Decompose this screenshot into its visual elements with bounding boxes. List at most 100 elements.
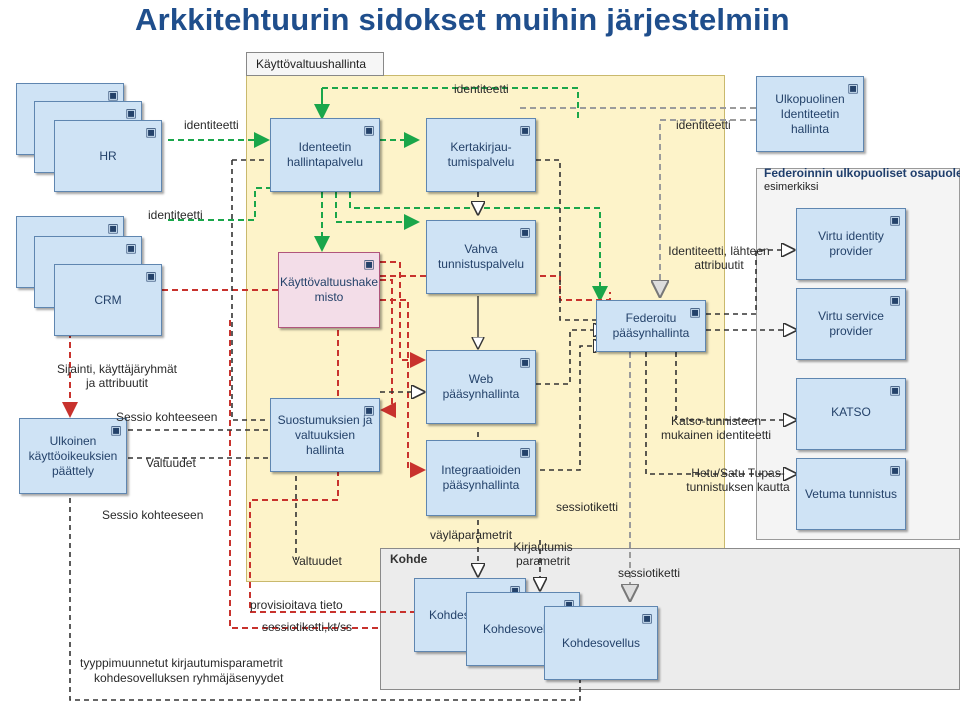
component-icon: ▣: [125, 106, 137, 120]
component-icon: ▣: [641, 611, 653, 625]
component-icon: ▣: [125, 241, 137, 255]
line-top-identity: [321, 87, 579, 118]
virtu-identity-label: Virtu identity provider: [818, 229, 884, 258]
label-session-1: Sessio kohteeseen: [116, 410, 218, 424]
component-icon: ▣: [689, 305, 701, 319]
authz-repo-label: Käyttövaltuushake misto: [279, 275, 379, 304]
label-gateway-params: väyläparametrit: [430, 528, 513, 542]
label-identity-source: Identiteetti, lähteen attribuutit: [668, 244, 770, 272]
virtu-identity-box[interactable]: Virtu identity provider ▣: [796, 208, 906, 280]
component-icon: ▣: [363, 403, 375, 417]
consent-mgmt-box[interactable]: Suostumuksien ja valtuuksien hallinta▣: [270, 398, 380, 472]
line-idm-to-strong: [335, 192, 420, 230]
component-icon: ▣: [107, 88, 119, 102]
virtu-service-label: Virtu service provider: [818, 309, 884, 338]
hr-box[interactable]: HR ▣: [54, 120, 162, 192]
crm-label: CRM: [94, 292, 122, 307]
label-location: Sijainti, käyttäjäryhmät ja attribuutit: [56, 362, 178, 390]
label-session-ticket-2: sessiotiketti: [618, 566, 681, 580]
crm-box[interactable]: CRM ▣: [54, 264, 162, 336]
label-identity-top: identiteetti: [454, 82, 509, 96]
web-access-box[interactable]: Web pääsynhallinta ▣: [426, 350, 536, 424]
component-icon: ▣: [110, 423, 122, 437]
component-icon: ▣: [889, 293, 901, 307]
authz-repo-box[interactable]: Käyttövaltuushake misto ▣: [278, 252, 380, 328]
sso-service-label: Kertakirjau-tumispalvelu: [447, 140, 515, 169]
strong-auth-label: Vahva tunnistuspalvelu: [437, 242, 525, 271]
label-katso-identity: Katso-tunnisteen mukainen identiteetti: [660, 414, 772, 442]
idm-service-label: Identeetin hallintapalvelu: [286, 140, 364, 169]
target-app-3[interactable]: Kohdesovellus▣: [544, 606, 658, 680]
strong-auth-box[interactable]: Vahva tunnistuspalvelu ▣: [426, 220, 536, 294]
line-fed-to-katso: [675, 352, 796, 420]
line-repo-left: [62, 289, 278, 418]
line-fed-to-vetuma: [645, 352, 796, 474]
target-app-2-label: Kohdesovellus: [483, 621, 562, 636]
external-identity-box[interactable]: Ulkopuolinen Identiteetin hallinta▣: [756, 76, 864, 152]
label-session-ticket-1: sessiotiketti: [556, 500, 619, 514]
web-access-label: Web pääsynhallinta: [442, 372, 520, 401]
component-icon: ▣: [889, 383, 901, 397]
component-icon: ▣: [363, 123, 375, 137]
label-type-login: tyyppimuunnetut kirjautumisparametrit: [80, 656, 283, 670]
label-session-2: Sessio kohteeseen: [102, 508, 204, 522]
line-integ-to-fed: [540, 346, 606, 471]
component-icon: ▣: [519, 123, 531, 137]
label-identity-right: identiteetti: [676, 118, 731, 132]
idm-service-box[interactable]: Identeetin hallintapalvelu ▣: [270, 118, 380, 192]
authz-panel-title: Käyttövaltuushallinta: [256, 57, 367, 71]
federation-panel-subtitle: esimerkiksi: [764, 181, 819, 193]
component-icon: ▣: [563, 597, 575, 611]
label-hetu-satu: Hetu/Satu Tupas-tunnistuksen kautta: [686, 466, 790, 494]
line-repo-to-web: [380, 261, 426, 368]
federation-panel-title: Federoinnin ulkopuoliset osapuolet: [764, 166, 960, 180]
line-provision-2: [229, 320, 380, 629]
label-login-params: Kirjautumis parametrit: [513, 540, 573, 568]
line-fed-to-virtu: [706, 250, 794, 315]
federated-access-label: Federoitu pääsynhallinta: [612, 311, 690, 340]
hr-label: HR: [99, 148, 117, 163]
external-identity-label: Ulkopuolinen Identiteetin hallinta: [775, 91, 845, 136]
line-session-bottom: [69, 498, 581, 701]
component-icon: ▣: [145, 269, 157, 283]
katso-box[interactable]: KATSO ▣: [796, 378, 906, 450]
integration-access-label: Integraatioiden pääsynhallinta: [441, 463, 521, 492]
component-icon: ▣: [519, 225, 531, 239]
label-group-members: kohdesovelluksen ryhmäjäsenyydet: [94, 671, 284, 685]
line-sso-to-fed: [536, 159, 606, 321]
component-icon: ▣: [847, 81, 859, 95]
external-inference-box[interactable]: Ulkoinen käyttöoikeuksien päättely▣: [19, 418, 127, 494]
external-inference-label: Ulkoinen käyttöoikeuksien päättely: [28, 433, 118, 478]
sso-service-box[interactable]: Kertakirjau-tumispalvelu ▣: [426, 118, 536, 192]
target-app-3-label: Kohdesovellus: [561, 635, 641, 650]
virtu-service-box[interactable]: Virtu service provider ▣: [796, 288, 906, 360]
component-icon: ▣: [519, 445, 531, 459]
component-icon: ▣: [519, 355, 531, 369]
component-icon: ▣: [509, 583, 521, 597]
line-external-to-fed: [660, 119, 756, 296]
label-identity-hr: identiteetti: [184, 118, 239, 132]
label-identity-crm: identiteetti: [148, 208, 203, 222]
diagram-title: Arkkitehtuurin sidokset muihin järjestel…: [135, 2, 790, 37]
consent-mgmt-label: Suostumuksien ja valtuuksien hallinta: [277, 412, 373, 457]
component-icon: ▣: [363, 257, 375, 271]
component-icon: ▣: [107, 221, 119, 235]
component-icon: ▣: [889, 463, 901, 477]
katso-label: KATSO: [831, 405, 871, 419]
label-rights-2: Valtuudet: [292, 554, 342, 568]
component-icon: ▣: [145, 125, 157, 139]
vetuma-box[interactable]: Vetuma tunnistus ▣: [796, 458, 906, 530]
label-provisioning: provisioitava tieto: [250, 598, 343, 612]
federated-access-box[interactable]: Federoitu pääsynhallinta▣: [596, 300, 706, 352]
line-sso-left-down: [231, 160, 268, 421]
line-repo-to-consent: [380, 279, 396, 418]
line-repo-to-integ: [380, 299, 426, 478]
target-panel-title: Kohde: [390, 552, 428, 566]
label-rights-1: Valtuudet: [146, 456, 196, 470]
vetuma-label: Vetuma tunnistus: [804, 486, 898, 501]
component-icon: ▣: [889, 213, 901, 227]
authz-panel-header: [246, 52, 384, 76]
integration-access-box[interactable]: Integraatioiden pääsynhallinta ▣: [426, 440, 536, 516]
label-session-ticket-kts: sessiotiketti,kt/ss: [262, 620, 353, 634]
